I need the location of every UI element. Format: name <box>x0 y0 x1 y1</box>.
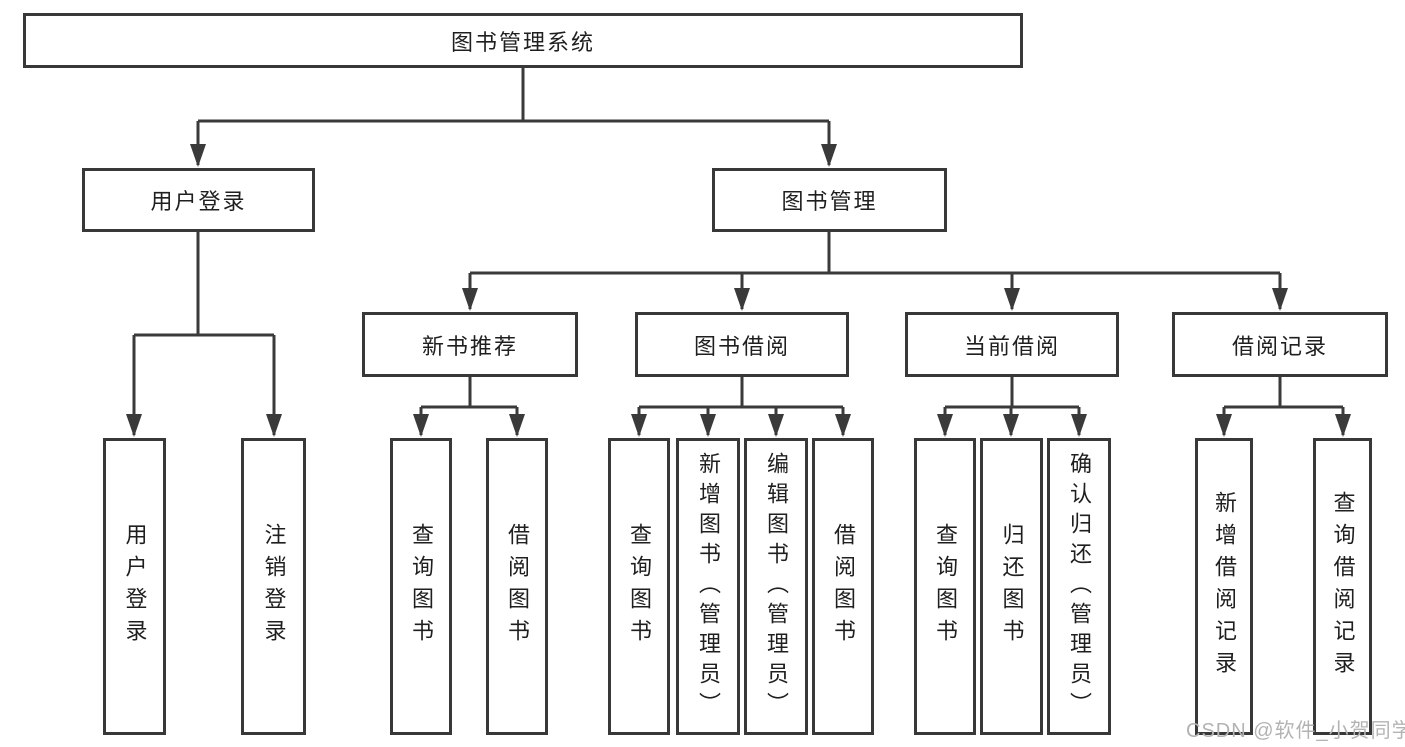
leaf-label: 确认归还（管理员） <box>1067 451 1092 722</box>
leaf-label: 归还图书 <box>999 522 1025 651</box>
node-label: 图书管理 <box>781 189 878 214</box>
leaf-label: 新增借阅记录 <box>1212 490 1237 683</box>
leaf-query-borrow-record: 查询借阅记录 <box>1313 438 1372 735</box>
connector-new-book-recommend-children <box>419 377 519 435</box>
leaf-label: 借阅图书 <box>505 522 530 651</box>
arrowhead-new-book-recommend <box>462 288 478 311</box>
node-book-management: 图书管理 <box>712 168 947 232</box>
node-book-borrow: 图书借阅 <box>635 312 849 377</box>
leaf-user-login: 用户登录 <box>103 438 166 735</box>
leaf-label: 查询图书 <box>933 522 958 651</box>
arrowhead-user-login <box>190 144 206 167</box>
arrowhead-leaf-logout <box>266 414 282 437</box>
node-label: 图书借阅 <box>693 333 790 359</box>
node-label: 借阅记录 <box>1231 333 1328 359</box>
node-user-login: 用户登录 <box>82 168 315 232</box>
node-borrow-records: 借阅记录 <box>1172 312 1388 377</box>
leaf-label: 借阅图书 <box>831 522 856 651</box>
arrowhead-leaf-borrow-books-a <box>509 414 525 437</box>
node-label: 用户登录 <box>150 189 247 214</box>
leaf-confirm-return-admin: 确认归还（管理员） <box>1047 438 1111 735</box>
node-label: 当前借阅 <box>963 333 1060 359</box>
leaf-label: 用户登录 <box>122 522 148 651</box>
node-library-management-system: 图书管理系统 <box>23 13 1023 68</box>
arrowhead-book-management <box>821 144 837 167</box>
leaf-label: 查询图书 <box>409 522 434 651</box>
arrowhead-book-borrow <box>734 288 750 311</box>
arrowhead-leaf-query-record <box>1335 414 1351 437</box>
node-label: 新书推荐 <box>421 333 518 359</box>
connector-book-borrow-children <box>637 377 845 435</box>
leaf-add-book-admin: 新增图书（管理员） <box>676 438 740 735</box>
leaf-label: 新增图书（管理员） <box>696 451 721 722</box>
arrowhead-leaf-borrow-books-b <box>835 414 851 437</box>
leaf-label: 查询图书 <box>627 522 652 651</box>
leaf-borrow-books: 借阅图书 <box>812 438 874 735</box>
arrowhead-leaf-query-books-c <box>937 414 953 437</box>
arrowhead-leaf-return-book <box>1003 414 1019 437</box>
leaf-return-book: 归还图书 <box>980 438 1043 735</box>
arrowhead-leaf-edit-book <box>768 414 784 437</box>
arrowhead-current-borrow <box>1004 288 1020 311</box>
leaf-query-books-recommend: 查询图书 <box>390 438 452 735</box>
arrowhead-leaf-user-login <box>126 414 142 437</box>
arrowhead-leaf-query-books-a <box>413 414 429 437</box>
leaf-add-borrow-record: 新增借阅记录 <box>1195 438 1253 735</box>
leaf-label: 编辑图书（管理员） <box>764 451 789 722</box>
leaf-label: 注销登录 <box>261 522 287 651</box>
leaf-borrow-books-recommend: 借阅图书 <box>486 438 548 735</box>
node-new-book-recommend: 新书推荐 <box>362 312 578 377</box>
arrowhead-leaf-add-record <box>1216 414 1232 437</box>
node-label: 图书管理系统 <box>450 29 595 55</box>
connector-book-management-children <box>468 232 1282 309</box>
leaf-query-books-borrow: 查询图书 <box>608 438 670 735</box>
leaf-edit-book-admin: 编辑图书（管理员） <box>744 438 808 735</box>
csdn-watermark: CSDN @软件_小贺同学 <box>1186 720 1405 742</box>
connector-root-to-level2 <box>196 66 831 165</box>
connector-borrow-records-children <box>1222 377 1345 435</box>
arrowhead-leaf-confirm-return <box>1071 414 1087 437</box>
arrowhead-leaf-add-book <box>700 414 716 437</box>
leaf-label: 查询借阅记录 <box>1330 490 1356 683</box>
leaf-query-books-current: 查询图书 <box>914 438 976 735</box>
node-current-borrow: 当前借阅 <box>905 312 1119 377</box>
leaf-logout: 注销登录 <box>241 438 306 735</box>
arrowhead-borrow-records <box>1272 288 1288 311</box>
arrowhead-leaf-query-books-b <box>631 414 647 437</box>
connector-user-login-children <box>132 232 276 435</box>
